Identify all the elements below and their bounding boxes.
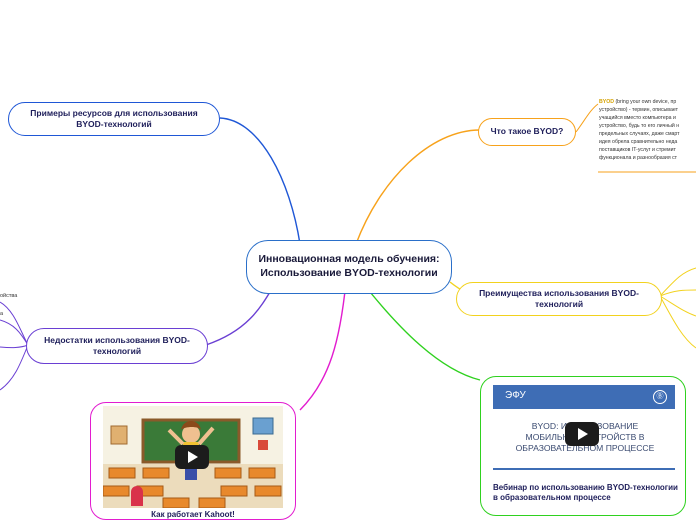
central-topic-label: Инновационная модель обучения: Использов… [258, 253, 440, 279]
branch-what-label: Что такое BYOD? [490, 126, 564, 137]
central-topic[interactable]: Инновационная модель обучения: Использов… [246, 240, 452, 294]
pros-sub-3 [659, 295, 696, 317]
webinar-card[interactable]: ЭФУ Ⓑ BYOD: ИСПОЛЬЗОВАНИЕ МОБИЛЬНЫХ УСТР… [480, 376, 686, 516]
link-kahoot [299, 281, 347, 411]
note-line-1: (bring your own device, пр [614, 99, 677, 105]
note-line-8: функционала и разнообразия ст [599, 155, 678, 162]
webinar-divider [493, 468, 675, 470]
branch-cons[interactable]: Недостатки использования BYOD-технологий [26, 328, 208, 364]
branch-cons-label: Недостатки использования BYOD-технологий [44, 334, 190, 356]
note-line-7: поставщиков IT-услуг и стремит [599, 147, 676, 154]
byod-keyword: BYOD [599, 99, 614, 105]
cons-sub-2 [0, 319, 29, 346]
note-line-4: устройство, будь то его личный н [599, 123, 680, 130]
link-examples [219, 117, 301, 245]
brand-logo-icon: Ⓑ [653, 390, 667, 404]
classroom-desks [103, 467, 282, 508]
webinar-play-icon[interactable] [565, 422, 599, 446]
link-what [355, 129, 481, 245]
webinar-brand: ЭФУ [505, 390, 526, 401]
byod-definition-note: BYOD (bring your own device, пр устройст… [599, 98, 696, 170]
pros-sub-1 [659, 267, 696, 297]
kahoot-play-icon[interactable] [175, 445, 209, 469]
note-line-3: учащийся вместо компьютера и [599, 115, 676, 122]
branch-examples-label: Примеры ресурсов для использования BYOD-… [30, 107, 198, 129]
pros-sub-2 [659, 289, 696, 297]
kahoot-caption: Как работает Kahoot! [151, 510, 235, 519]
cons-sub-4 [0, 344, 29, 391]
webinar-header-bar: ЭФУ Ⓑ [493, 385, 675, 409]
what-to-note [575, 103, 599, 133]
note-line-2: устройство) - термин, описывает [599, 107, 678, 114]
cons-subitem-1[interactable]: ойства [0, 293, 18, 299]
cons-subitem-2[interactable]: а [0, 311, 4, 317]
pros-sub-4 [659, 295, 696, 349]
webinar-caption: Вебинар по использованию BYOD-технологии… [493, 483, 678, 503]
branch-pros-label: Преимущества использования BYOD-технолог… [479, 287, 639, 309]
kahoot-card[interactable]: Как работает Kahoot! [90, 402, 296, 520]
note-line-6: идея обрела сравнительно неда [599, 139, 678, 146]
cons-sub-3 [0, 344, 29, 349]
link-webinar [361, 281, 481, 381]
branch-examples[interactable]: Примеры ресурсов для использования BYOD-… [8, 102, 220, 136]
branch-what-is-byod[interactable]: Что такое BYOD? [478, 118, 576, 146]
branch-pros[interactable]: Преимущества использования BYOD-технолог… [456, 282, 662, 316]
note-line-5: предельных случаях, даже смарт [599, 131, 680, 138]
